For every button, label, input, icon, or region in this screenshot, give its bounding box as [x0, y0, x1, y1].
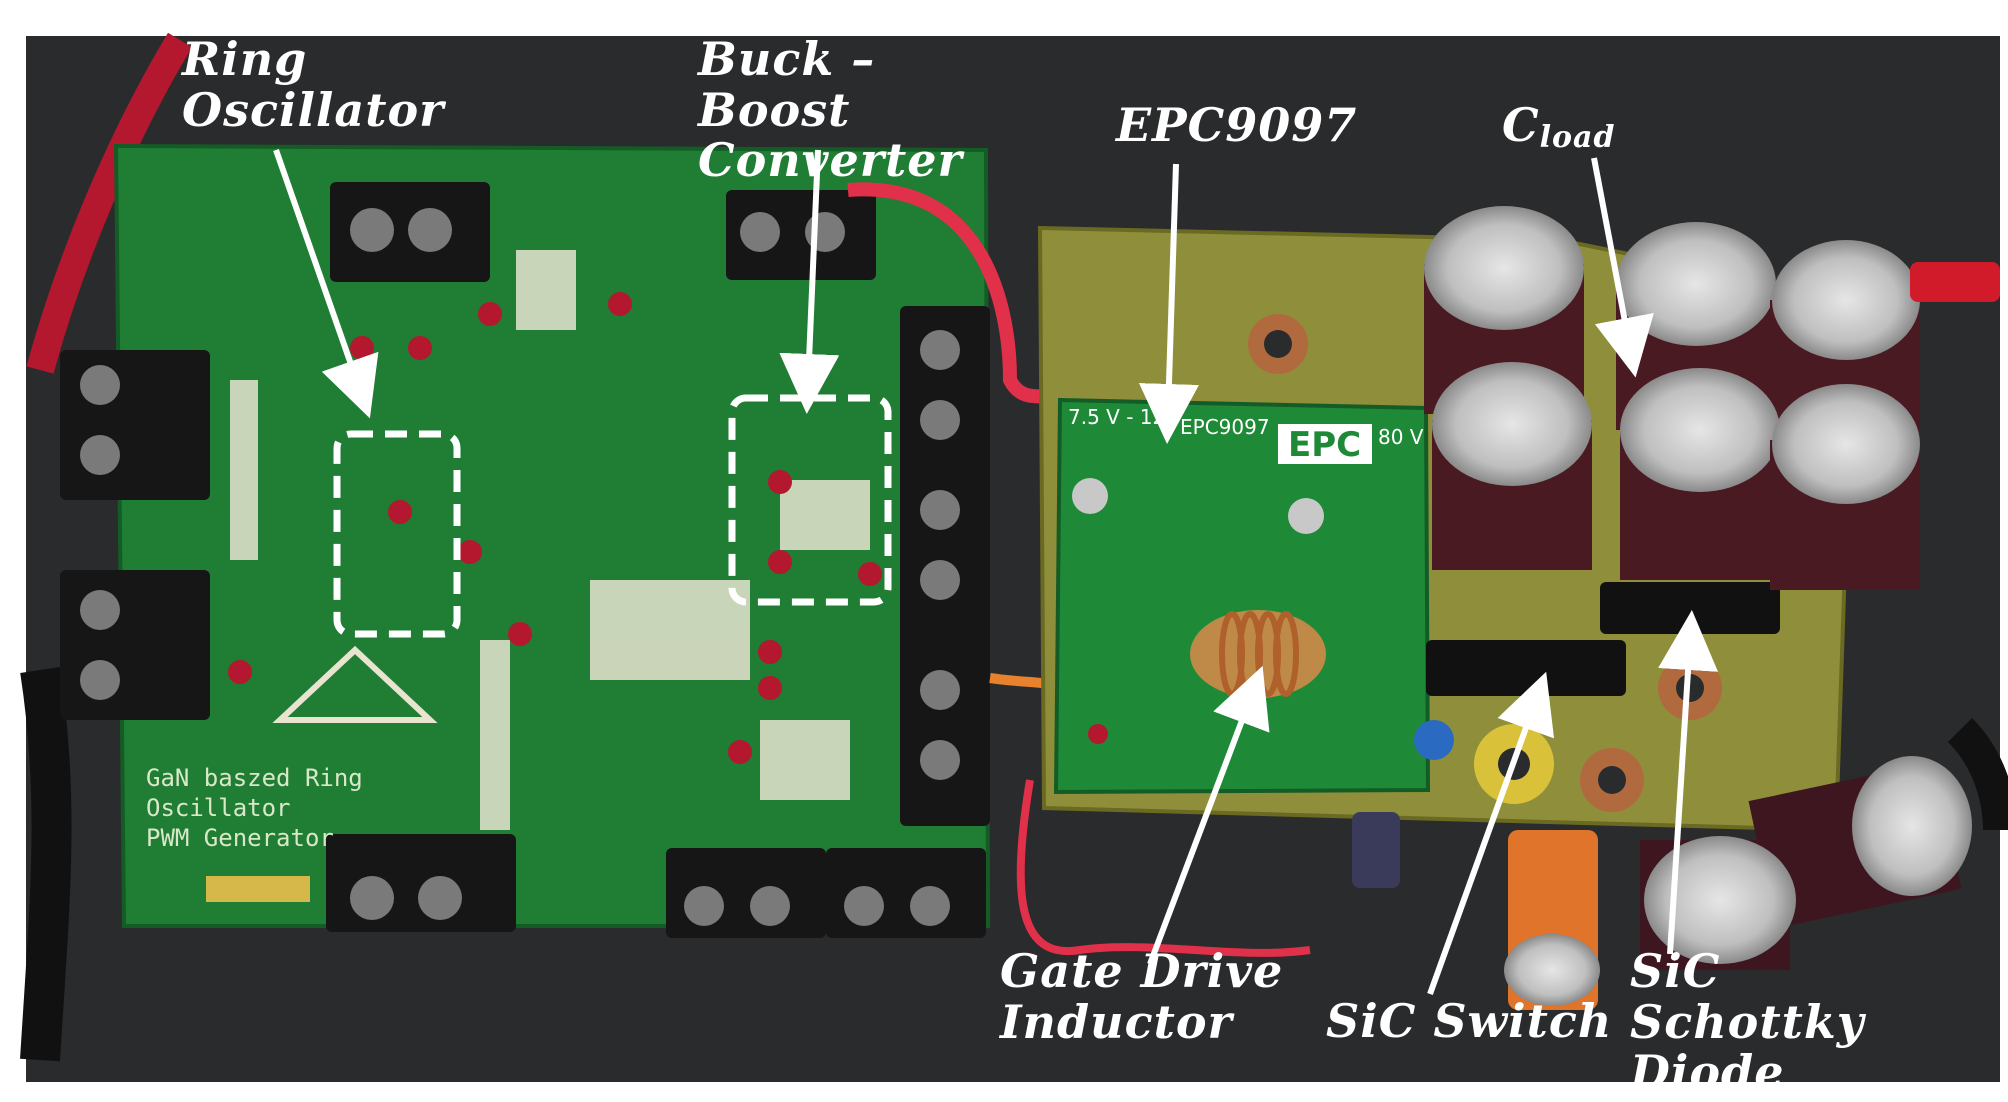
label-gate-drive-inductor: Gate Drive Inductor: [1000, 946, 1290, 1047]
label-cload-sub: load: [1539, 120, 1616, 155]
output-capacitors: [1352, 720, 1972, 1010]
label-sic-switch-text: SiC Switch: [1326, 994, 1613, 1048]
gate-drive-inductor-coil: [1190, 610, 1326, 698]
label-buck-boost-text: Buck – Boost Converter: [698, 32, 963, 188]
label-ring-oscillator: Ring Oscillator: [182, 32, 445, 137]
arrow-buck-boost: [779, 149, 840, 414]
arrow-ring-oscillator: [273, 149, 379, 419]
probe-clip-right: [1910, 262, 2000, 302]
arrow-epc9097: [1138, 163, 1199, 444]
probe-lead: [26, 32, 193, 374]
terminal-j3: [326, 834, 516, 932]
ring-oscillator-highlight: [333, 430, 461, 638]
annotation-arrows: [273, 149, 1719, 996]
terminal-j2: [60, 570, 210, 720]
label-ring-oscillator-text: Ring Oscillator: [182, 32, 445, 137]
label-epc9097-text: EPC9097: [1116, 98, 1358, 152]
label-cload: Cload: [1502, 100, 1615, 154]
buck-boost-highlight: [728, 394, 892, 606]
arrow-sic-schottky: [1658, 610, 1719, 955]
terminal-j1: [60, 350, 210, 500]
sic-schottky-package: [1600, 582, 1780, 634]
arrow-cload: [1591, 157, 1654, 378]
left-board-silkscreen: GaN baszed Ring Oscillator PWM Generator: [146, 764, 377, 852]
arrow-sic-switch: [1427, 671, 1555, 996]
arrow-gate-drive-inductor: [1147, 665, 1270, 966]
epc-part-silkscreen: EPC9097: [1180, 415, 1270, 439]
label-epc9097: EPC9097: [1116, 100, 1357, 151]
label-cload-main: C: [1502, 98, 1540, 152]
label-sic-switch: SiC Switch: [1326, 996, 1612, 1047]
svg-text:EPC: EPC: [1288, 425, 1361, 465]
esd-warning-icon: [272, 645, 438, 723]
label-sic-schottky: SiC Schottky Diode: [1630, 946, 1950, 1098]
epc-rating-silkscreen: 80 V: [1378, 425, 1424, 449]
epc-voltage-silkscreen: 7.5 V - 12V: [1068, 405, 1179, 429]
epc9097-board: 7.5 V - 12V EPC9097 EPC 80 V: [1053, 397, 1431, 795]
label-sic-schottky-text: SiC Schottky Diode: [1630, 944, 1865, 1100]
label-gate-drive-inductor-text: Gate Drive Inductor: [1000, 944, 1284, 1049]
cload-capacitor-bank: [1424, 206, 1920, 590]
left-pcb: GaN baszed Ring Oscillator PWM Generator: [60, 143, 991, 938]
label-buck-boost: Buck – Boost Converter: [698, 34, 1038, 186]
sic-switch-package: [1426, 640, 1626, 696]
epc-logo: [1278, 424, 1372, 464]
